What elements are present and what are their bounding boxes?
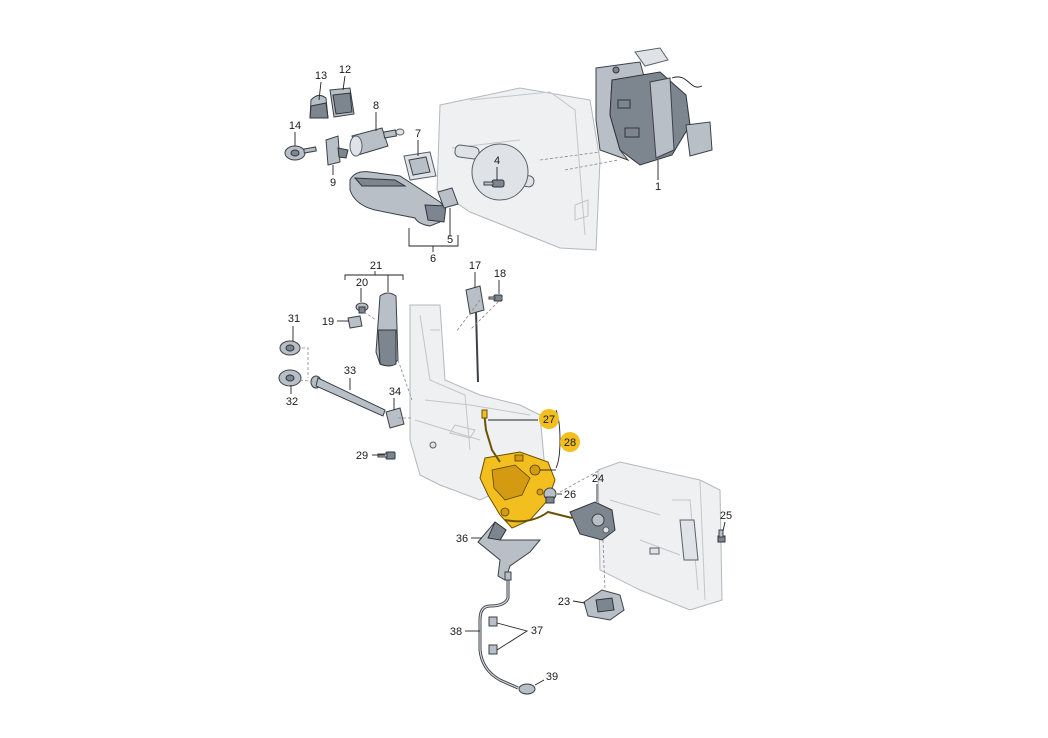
door-handle-part-6 bbox=[349, 171, 447, 227]
callout-18: 18 bbox=[494, 268, 506, 280]
screw-part-4 bbox=[483, 179, 505, 188]
screw-part-20 bbox=[355, 302, 369, 314]
guide-part-34 bbox=[385, 407, 405, 429]
clip-part-37b bbox=[488, 644, 498, 655]
end-cap-part-39 bbox=[518, 683, 536, 695]
callout-8: 8 bbox=[373, 100, 379, 112]
cap-part-12 bbox=[329, 87, 355, 118]
door-inner-frame bbox=[409, 304, 546, 501]
callout-23: 23 bbox=[558, 596, 570, 608]
callout-38: 38 bbox=[450, 626, 462, 638]
lock-cylinder-part-8 bbox=[349, 127, 405, 157]
callout-13: 13 bbox=[315, 70, 327, 82]
callout-1: 1 bbox=[655, 181, 661, 193]
callout-37: 37 bbox=[531, 625, 543, 637]
grommet-part-31 bbox=[279, 340, 301, 356]
callout-21: 21 bbox=[370, 260, 382, 272]
cover-part-5 bbox=[437, 187, 459, 209]
lock-unit-part-24 bbox=[569, 501, 616, 541]
screw-part-29 bbox=[377, 451, 396, 460]
rod-part-27 bbox=[481, 409, 501, 463]
callout-28-badge bbox=[560, 432, 580, 452]
screw-part-14 bbox=[284, 145, 317, 161]
clip-part-19 bbox=[347, 315, 363, 329]
grommet-part-32 bbox=[278, 369, 302, 387]
lock-bracket-part-1 bbox=[595, 47, 713, 166]
callout-26: 26 bbox=[564, 489, 576, 501]
cable-part-38 bbox=[478, 571, 519, 690]
b-pillar-panel bbox=[597, 461, 723, 611]
striker-part-23 bbox=[583, 589, 625, 621]
release-lever-part-36 bbox=[477, 521, 542, 581]
callout-7: 7 bbox=[415, 128, 421, 140]
callout-33: 33 bbox=[344, 365, 356, 377]
callout-36: 36 bbox=[456, 533, 468, 545]
interior-handle-part-21 bbox=[375, 292, 399, 367]
bolt-part-33 bbox=[310, 375, 386, 417]
callout-19: 19 bbox=[322, 316, 334, 328]
gasket-part-7 bbox=[403, 151, 437, 181]
callout-27: 27 bbox=[543, 414, 555, 426]
callout-25: 25 bbox=[720, 510, 732, 522]
callout-14: 14 bbox=[289, 120, 301, 132]
clip-part-26 bbox=[543, 487, 557, 504]
callout-28: 28 bbox=[564, 437, 576, 449]
bracket-part-9 bbox=[325, 135, 349, 166]
callout-12: 12 bbox=[339, 64, 351, 76]
callout-31: 31 bbox=[288, 313, 300, 325]
door-lock-part-28 bbox=[479, 451, 573, 529]
cap-part-13 bbox=[309, 94, 329, 119]
rod-part-17 bbox=[465, 285, 485, 383]
screw-part-25 bbox=[717, 529, 726, 543]
callout-39: 39 bbox=[546, 671, 558, 683]
callout-4: 4 bbox=[494, 155, 500, 167]
callout-17: 17 bbox=[469, 260, 481, 272]
callout-27-badge bbox=[539, 409, 559, 429]
door-outer-panel bbox=[436, 87, 619, 251]
callout-5: 5 bbox=[447, 234, 453, 246]
clip-part-37a bbox=[488, 616, 498, 627]
callout-24: 24 bbox=[592, 473, 604, 485]
callout-9: 9 bbox=[330, 177, 336, 189]
callout-32: 32 bbox=[286, 396, 298, 408]
callout-29: 29 bbox=[356, 450, 368, 462]
callout-6: 6 bbox=[430, 253, 436, 265]
callout-20: 20 bbox=[356, 277, 368, 289]
callout-labels: 1 4 5 6 7 8 9 12 13 14 17 18 19 20 21 23… bbox=[286, 64, 732, 683]
leader-lines bbox=[290, 75, 726, 686]
callout-34: 34 bbox=[389, 386, 401, 398]
